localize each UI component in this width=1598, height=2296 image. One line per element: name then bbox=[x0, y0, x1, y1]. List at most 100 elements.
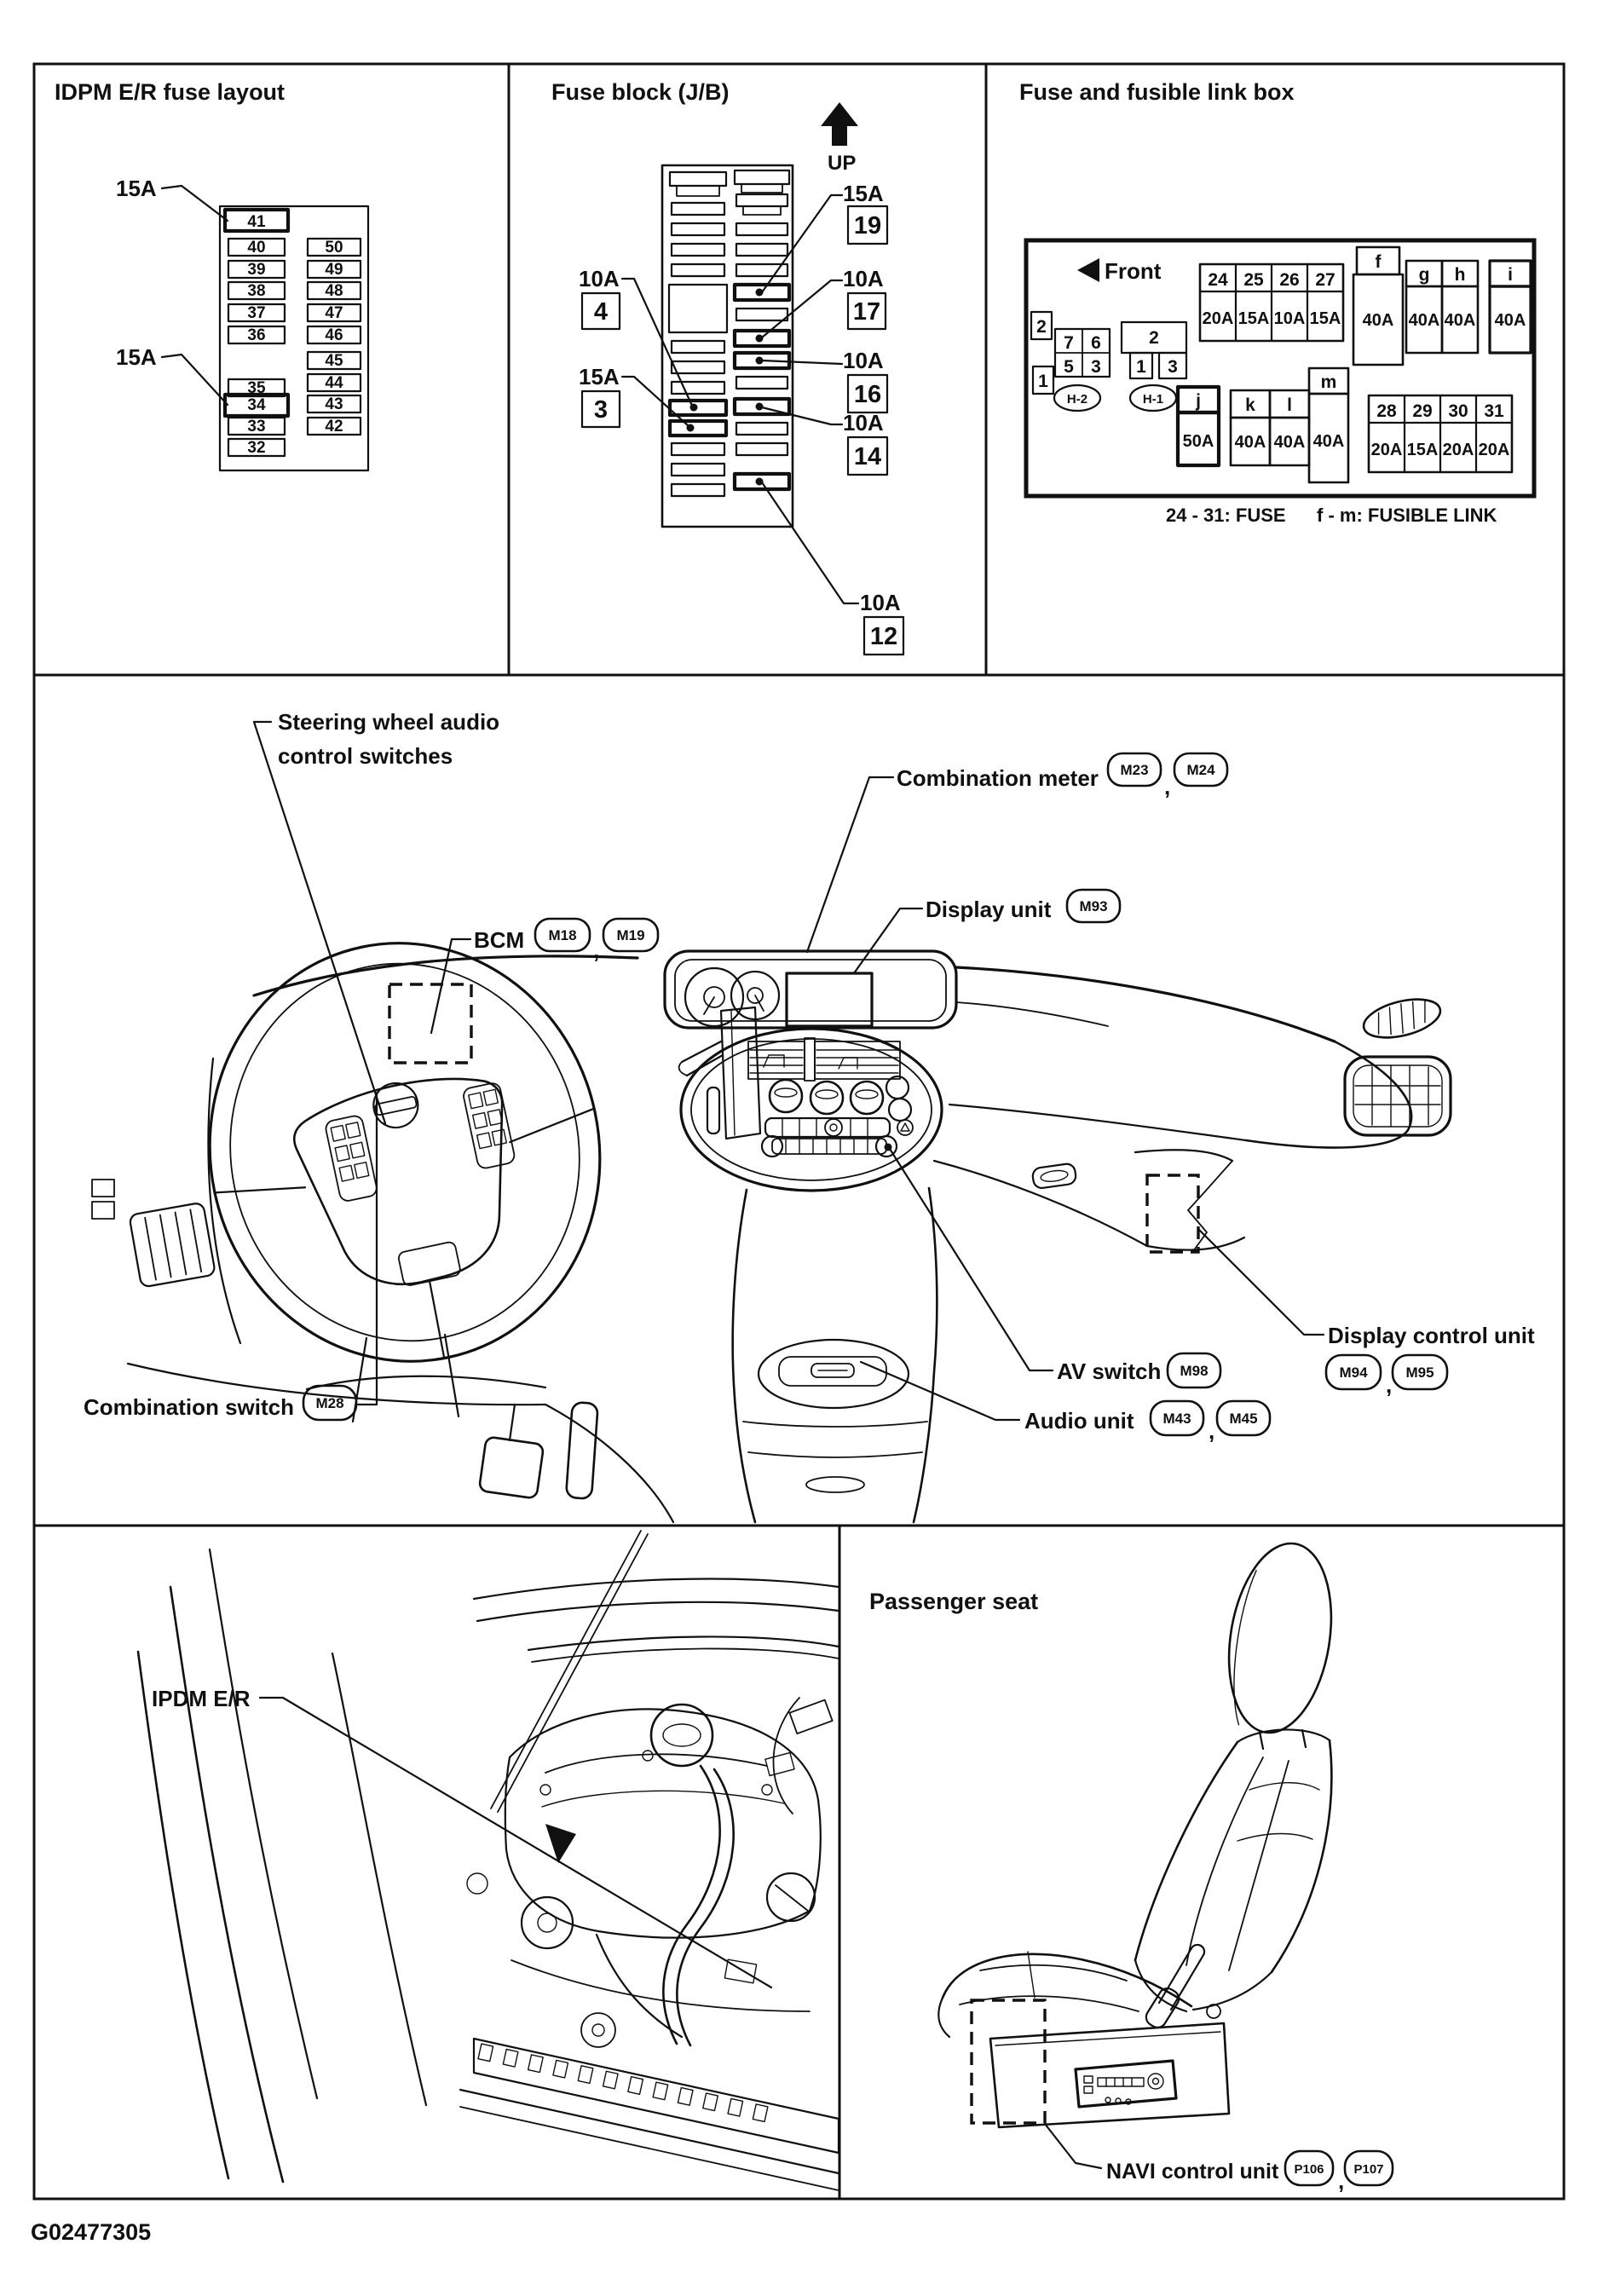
amp-label-top: 15A bbox=[116, 176, 157, 201]
svg-text:44: 44 bbox=[325, 374, 343, 392]
svg-text:Audio unit: Audio unit bbox=[1024, 1408, 1134, 1434]
svg-text:17: 17 bbox=[853, 298, 880, 326]
label-display-unit: Display unit M93 bbox=[852, 888, 1122, 975]
svg-text:1: 1 bbox=[1136, 357, 1146, 377]
svg-text:3: 3 bbox=[1168, 357, 1178, 377]
svg-text:IPDM E/R: IPDM E/R bbox=[152, 1686, 251, 1711]
svg-text:,: , bbox=[593, 937, 599, 963]
svg-text:k: k bbox=[1245, 395, 1255, 415]
svg-text:26: 26 bbox=[1279, 270, 1299, 290]
svg-text:M43: M43 bbox=[1162, 1410, 1191, 1427]
svg-text:10A: 10A bbox=[860, 590, 901, 615]
label-steering-audio-switches: Steering wheel audio control switches bbox=[252, 709, 499, 1125]
label-ipdm: IPDM E/R bbox=[152, 1686, 773, 1989]
svg-text:P106: P106 bbox=[1294, 2162, 1324, 2177]
label-navi-control-unit: NAVI control unit P106 , P107 bbox=[1043, 2122, 1394, 2194]
svg-text:20A: 20A bbox=[1479, 441, 1510, 459]
svg-text:50: 50 bbox=[325, 239, 343, 257]
fuse-numbers: 41 40 39 38 37 36 35 34 33 32 50 49 48 4… bbox=[247, 213, 343, 457]
bcm-location-box bbox=[388, 983, 473, 1064]
panel-title: IDPM E/R fuse layout bbox=[55, 79, 285, 105]
svg-text:10A: 10A bbox=[579, 266, 620, 291]
svg-text:,: , bbox=[1209, 1418, 1214, 1444]
svg-text:3: 3 bbox=[1091, 357, 1101, 377]
svg-text:34: 34 bbox=[247, 396, 266, 414]
svg-text:5: 5 bbox=[1064, 357, 1074, 377]
display-control-location-box bbox=[1145, 1174, 1200, 1254]
svg-text:42: 42 bbox=[325, 418, 343, 436]
svg-text:43: 43 bbox=[325, 395, 343, 413]
svg-text:H-1: H-1 bbox=[1143, 392, 1163, 407]
panel-title: Fuse and fusible link box bbox=[1019, 79, 1295, 105]
label-bcm: BCM M18 , M19 bbox=[430, 917, 660, 1035]
svg-text:i: i bbox=[1508, 265, 1513, 285]
svg-text:47: 47 bbox=[325, 304, 343, 322]
svg-text:31: 31 bbox=[1484, 401, 1504, 421]
round-vent-icon bbox=[1343, 1055, 1452, 1137]
fuse-slots-left bbox=[222, 207, 291, 458]
svg-text:M28: M28 bbox=[315, 1395, 343, 1411]
svg-text:38: 38 bbox=[247, 282, 265, 300]
instrument-cluster bbox=[663, 949, 958, 1030]
svg-text:M18: M18 bbox=[548, 927, 576, 943]
svg-text:32: 32 bbox=[247, 439, 265, 457]
svg-text:H-2: H-2 bbox=[1067, 392, 1087, 407]
callout-fuse-14: 10A 14 bbox=[760, 406, 889, 476]
svg-text:Display unit: Display unit bbox=[926, 897, 1052, 922]
pedals bbox=[478, 1401, 599, 1500]
up-label: UP bbox=[828, 152, 856, 175]
fuse-slots-right bbox=[306, 237, 362, 436]
callout-fuse-4: 10A 4 bbox=[579, 266, 694, 407]
panel-fuse-fusible-link-box: Fuse and fusible link box Front 24 25 26… bbox=[1019, 79, 1537, 526]
fuse-grid-24-27: 24 25 26 27 20A 15A 10A 15A bbox=[1198, 262, 1345, 343]
svg-text:12: 12 bbox=[870, 623, 897, 650]
fuse-box-outline bbox=[218, 205, 370, 472]
svg-text:41: 41 bbox=[247, 213, 266, 231]
callout-fuse-17: 10A 17 bbox=[760, 266, 887, 339]
svg-text:27: 27 bbox=[1315, 270, 1335, 290]
svg-text:,: , bbox=[1338, 2168, 1344, 2194]
svg-text:M94: M94 bbox=[1339, 1364, 1368, 1381]
panel-borders bbox=[32, 62, 1566, 2201]
fuse-block-outline bbox=[661, 164, 794, 528]
svg-text:P107: P107 bbox=[1353, 2162, 1383, 2177]
svg-text:20A: 20A bbox=[1443, 441, 1474, 459]
panel-title: Passenger seat bbox=[869, 1589, 1038, 1614]
svg-text:BCM: BCM bbox=[474, 927, 524, 953]
svg-text:40A: 40A bbox=[1274, 433, 1306, 452]
svg-text:24: 24 bbox=[1208, 270, 1228, 290]
display-screen bbox=[785, 972, 874, 1028]
svg-text:Combination meter: Combination meter bbox=[897, 765, 1099, 791]
caption-link-range: f - m: FUSIBLE LINK bbox=[1317, 505, 1497, 526]
svg-text:j: j bbox=[1195, 391, 1201, 411]
label-display-control-unit: Display control unit M94 , M95 bbox=[1197, 1227, 1535, 1398]
label-av-switch: AV switch M98 bbox=[884, 1143, 1222, 1389]
svg-text:Display control unit: Display control unit bbox=[1328, 1323, 1535, 1348]
svg-text:50A: 50A bbox=[1183, 432, 1214, 451]
svg-text:1: 1 bbox=[1038, 372, 1048, 391]
svg-text:40A: 40A bbox=[1235, 433, 1266, 452]
svg-text:4: 4 bbox=[594, 298, 608, 326]
svg-text:14: 14 bbox=[854, 443, 881, 470]
panel-passenger-seat: Passenger seat bbox=[869, 1542, 1394, 2194]
connector-cluster-middle: 2 1 3 H-1 bbox=[1120, 320, 1188, 412]
svg-text:40A: 40A bbox=[1363, 311, 1394, 330]
navi-faceplate bbox=[1074, 2059, 1178, 2109]
caption-fuse-range: 24 - 31: FUSE bbox=[1166, 505, 1286, 526]
svg-text:10A: 10A bbox=[1274, 309, 1306, 328]
svg-text:15A: 15A bbox=[1310, 309, 1341, 328]
front-arrow-icon bbox=[1077, 258, 1099, 282]
front-direction: Front bbox=[1077, 258, 1162, 284]
svg-text:15A: 15A bbox=[579, 364, 620, 389]
svg-text:33: 33 bbox=[247, 418, 265, 436]
svg-text:16: 16 bbox=[854, 381, 881, 408]
steering-column bbox=[678, 1006, 762, 1140]
fusible-links-top: f 40A g 40A h 40A i 40A bbox=[1352, 245, 1532, 366]
panel-instrument-panel: Steering wheel audio control switches BC… bbox=[84, 709, 1535, 1524]
up-arrow-icon bbox=[821, 102, 858, 146]
svg-text:45: 45 bbox=[325, 352, 343, 370]
svg-text:3: 3 bbox=[594, 396, 608, 424]
grille-teeth bbox=[477, 2043, 769, 2123]
callout-fuse-19: 15A 19 bbox=[760, 181, 889, 294]
